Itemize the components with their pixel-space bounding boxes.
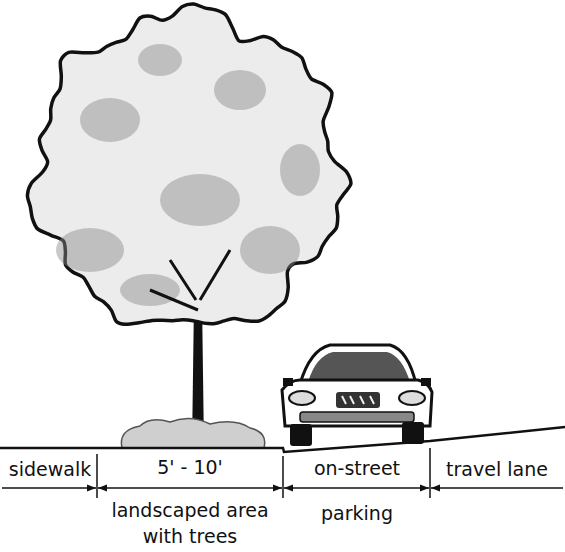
dimension-label: travel lane bbox=[432, 457, 562, 481]
canopy-shading bbox=[214, 70, 266, 110]
dimension-label: 5' - 10' bbox=[130, 455, 250, 479]
dimension-label: landscaped area with trees bbox=[106, 497, 274, 549]
dimension-label: on-street parking bbox=[297, 446, 417, 536]
dimension-label: sidewalk bbox=[2, 457, 98, 481]
car bbox=[282, 345, 432, 446]
canopy-shading bbox=[240, 226, 300, 274]
dimension-lines bbox=[2, 448, 563, 498]
canopy-shading bbox=[280, 144, 320, 196]
canopy-shading bbox=[160, 174, 240, 226]
canopy-shading bbox=[56, 228, 124, 272]
canopy-shading bbox=[138, 44, 182, 76]
shrub bbox=[121, 418, 264, 448]
canopy-shading bbox=[80, 98, 140, 142]
tree-branches bbox=[150, 250, 230, 310]
tree-canopy bbox=[27, 4, 351, 324]
ground-line bbox=[0, 427, 565, 452]
